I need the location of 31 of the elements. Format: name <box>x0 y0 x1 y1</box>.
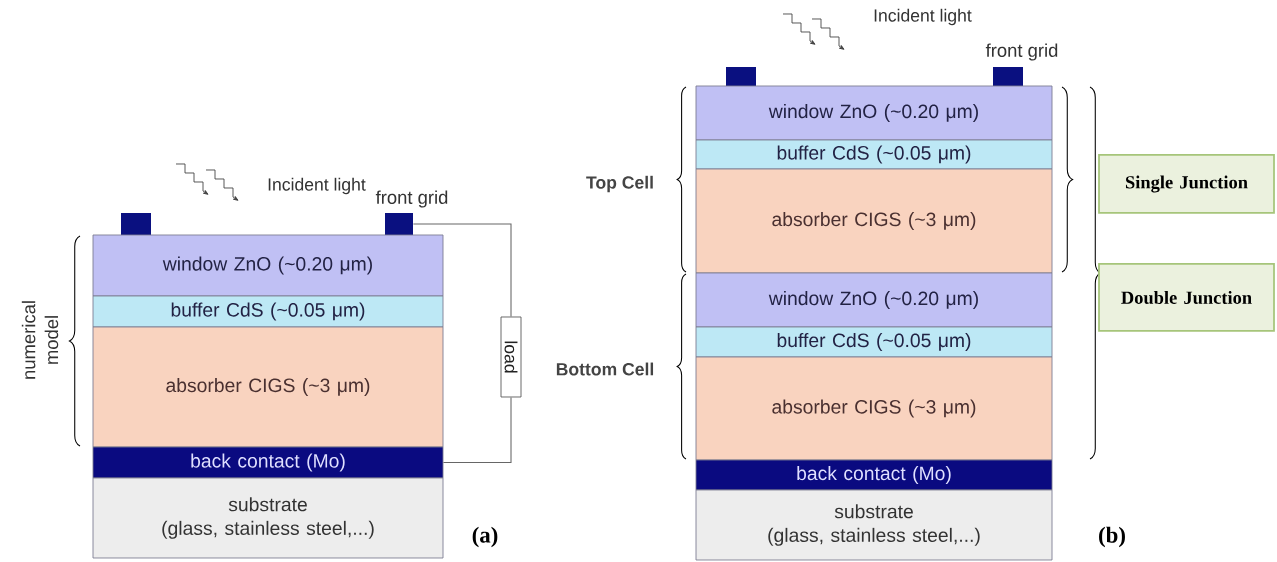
panel-label: (a) <box>472 526 498 548</box>
layer-band: buffer CdS (~0.05 μm) <box>695 139 1053 170</box>
layer-band: back contact (Mo) <box>695 459 1053 491</box>
contact-pad <box>121 213 151 235</box>
grid-label: front grid <box>375 190 448 208</box>
layer-band: back contact (Mo) <box>92 446 444 479</box>
bracket-label: Bottom Cell <box>556 362 654 376</box>
light-label: Incident light <box>268 177 366 195</box>
layer-band: substrate (glass, stainless steel,...) <box>92 477 444 559</box>
junction-box: Double Junction <box>1098 263 1275 332</box>
layer-band: absorber CIGS (~3 μm) <box>92 326 444 448</box>
layer-band: window ZnO (~0.20 μm) <box>695 272 1053 328</box>
load-box: load <box>500 316 522 398</box>
contact-pad <box>726 67 756 86</box>
panel-label: (b) <box>1099 526 1125 548</box>
contact-pad <box>385 213 413 235</box>
layer-band: window ZnO (~0.20 μm) <box>695 85 1053 141</box>
layer-band: absorber CIGS (~3 μm) <box>695 168 1053 274</box>
layer-band: buffer CdS (~0.05 μm) <box>92 295 444 328</box>
bracket-label: numerical model <box>21 301 59 379</box>
bracket-label: Top Cell <box>586 175 653 193</box>
wire <box>442 396 512 463</box>
junction-box: Single Junction <box>1098 154 1275 214</box>
light-label: Incident light <box>874 8 972 26</box>
contact-pad <box>993 67 1023 86</box>
grid-label: front grid <box>985 43 1058 61</box>
layer-band: window ZnO (~0.20 μm) <box>92 234 444 297</box>
layer-band: buffer CdS (~0.05 μm) <box>695 326 1053 358</box>
wire <box>412 223 512 318</box>
layer-band: substrate (glass, stainless steel,...) <box>695 489 1053 561</box>
layer-band: absorber CIGS (~3 μm) <box>695 356 1053 461</box>
